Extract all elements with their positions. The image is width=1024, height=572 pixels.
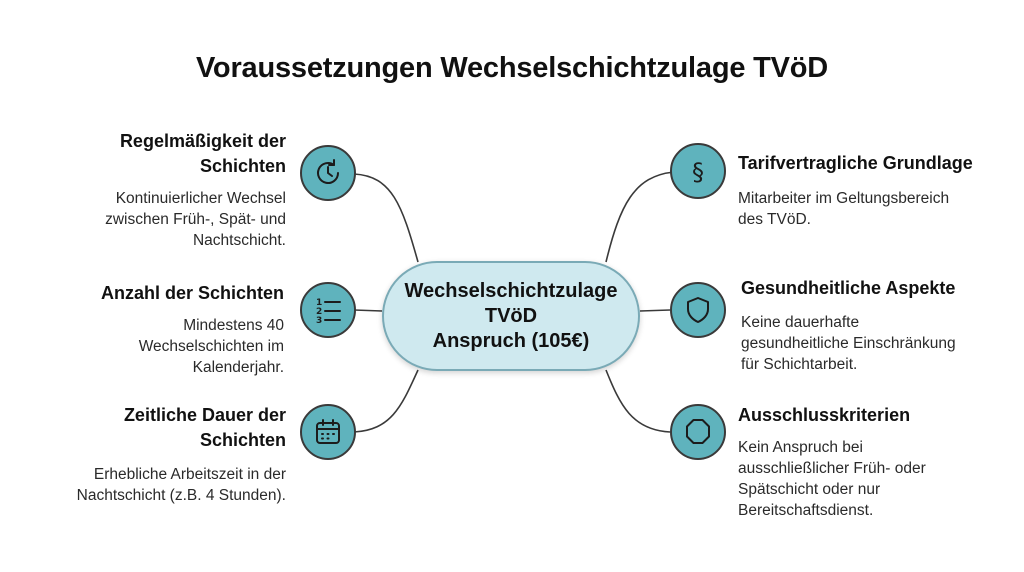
heading-ausschluss: Ausschlusskriterien (738, 405, 911, 425)
text-gesundheit: Keine dauerhafte gesundheitliche Einschr… (741, 314, 956, 373)
paragraph-icon: § (670, 143, 726, 199)
calendar-icon (300, 404, 356, 460)
connector-left-1 (353, 173, 419, 263)
numbered-list-icon: 1 2 3 (300, 282, 356, 338)
heading-tarifvertraglich: Tarifvertragliche Grundlage (738, 153, 973, 173)
central-topic: Wechselschichtzulage TVöD Anspruch (105€… (382, 261, 640, 371)
svg-text:§: § (692, 158, 704, 186)
connector-left-2 (353, 309, 383, 312)
svg-text:3: 3 (316, 316, 322, 326)
heading-gesundheit: Gesundheitliche Aspekte (741, 278, 956, 298)
connector-right-3 (605, 369, 671, 433)
connector-right-2 (639, 309, 671, 312)
svg-text:1: 1 (316, 298, 322, 308)
heading-regelmaessigkeit: Regelmäßigkeit der Schichten (119, 131, 286, 176)
central-topic-label: Wechselschichtzulage TVöD Anspruch (105€… (404, 279, 618, 352)
text-anzahl: Mindestens 40 Wechselschichten im Kalend… (138, 317, 284, 376)
text-ausschluss: Kein Anspruch bei ausschließlicher Früh-… (738, 439, 926, 519)
connector-right-1 (605, 171, 675, 263)
svg-text:2: 2 (316, 307, 322, 317)
text-zeitliche-dauer: Erhebliche Arbeitszeit in der Nachtschic… (76, 466, 286, 504)
heading-zeitliche-dauer: Zeitliche Dauer der Schichten (123, 405, 286, 450)
connector-left-3 (353, 369, 419, 433)
heading-anzahl: Anzahl der Schichten (100, 283, 284, 303)
shield-icon (670, 282, 726, 338)
text-regelmaessigkeit: Kontinuierlicher Wechsel zwischen Früh-,… (105, 190, 286, 249)
clock-cycle-icon (300, 145, 356, 201)
diagram-title: Voraussetzungen Wechselschichtzulage TVö… (195, 52, 829, 84)
text-tarifvertraglich: Mitarbeiter im Geltungsbereich des TVöD. (738, 190, 950, 228)
octagon-icon (670, 404, 726, 460)
